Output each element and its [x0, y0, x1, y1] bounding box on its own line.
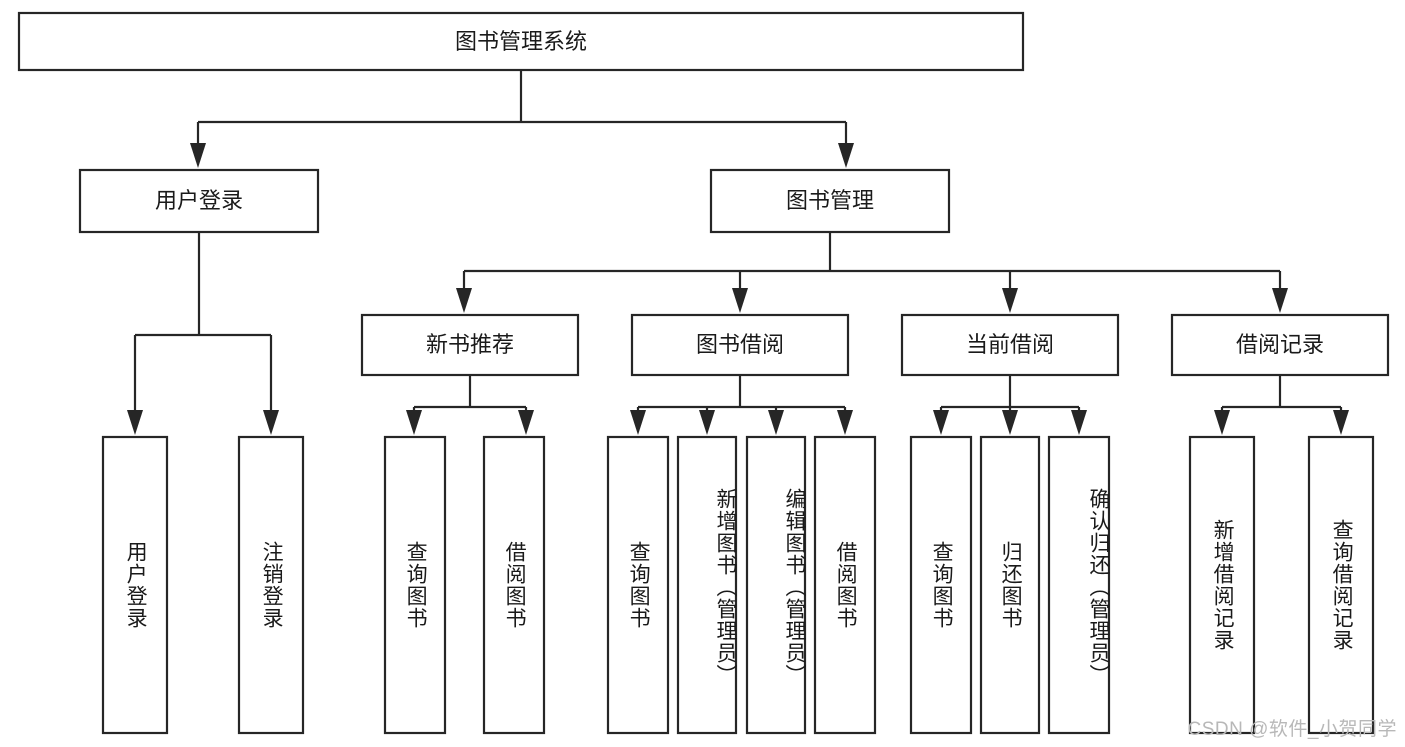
user-login-label: 用户登录	[155, 188, 243, 213]
connector-book-borrow-to-leaves	[630, 375, 853, 435]
connector-root-to-level2	[190, 70, 854, 168]
arrow-head-icon	[1333, 410, 1349, 435]
arrow-head-icon	[1002, 410, 1018, 435]
node-current-borrow[interactable]: 当前借阅	[900, 313, 1120, 377]
arrow-head-icon	[699, 410, 715, 435]
csdn-watermark: CSDN @软件_小贺同学	[1187, 719, 1397, 740]
leaf-box-edit-book-admin[interactable]	[745, 435, 807, 735]
connector-book-management-to-level3	[456, 232, 1288, 313]
leaf-box-add-book-admin[interactable]	[676, 435, 738, 735]
node-user-login[interactable]: 用户登录	[78, 168, 320, 234]
arrow-head-icon	[933, 410, 949, 435]
arrow-head-icon	[1272, 288, 1288, 313]
leaf-box-logout[interactable]	[237, 435, 305, 735]
arrow-head-icon	[630, 410, 646, 435]
node-root[interactable]: 图书管理系统	[17, 11, 1025, 72]
current-borrow-label: 当前借阅	[966, 332, 1054, 357]
node-book-borrow[interactable]: 图书借阅	[630, 313, 850, 377]
connector-current-borrow-to-leaves	[933, 375, 1087, 435]
leaf-box-confirm-return-admin[interactable]	[1047, 435, 1111, 735]
leaf-box-query-borrow-record[interactable]	[1307, 435, 1375, 735]
current-borrow-box[interactable]	[900, 313, 1120, 377]
arrow-head-icon	[1214, 410, 1230, 435]
arrow-head-icon	[127, 410, 143, 435]
leaf-box-return-book[interactable]	[979, 435, 1041, 735]
new-book-recommend-label: 新书推荐	[426, 332, 514, 357]
node-borrow-record[interactable]: 借阅记录	[1170, 313, 1390, 377]
leaf-box-user-login[interactable]	[101, 435, 169, 735]
leaf-box-add-borrow-record[interactable]	[1188, 435, 1256, 735]
leaf-box-query-book-current[interactable]	[909, 435, 973, 735]
borrow-record-label: 借阅记录	[1236, 332, 1324, 357]
node-book-management[interactable]: 图书管理	[709, 168, 951, 234]
new-book-recommend-box[interactable]	[360, 313, 580, 377]
root-label: 图书管理系统	[455, 29, 587, 54]
node-new-book-recommend[interactable]: 新书推荐	[360, 313, 580, 377]
arrow-head-icon	[732, 288, 748, 313]
arrow-head-icon	[190, 143, 206, 168]
leaf-box-borrow-book-rec[interactable]	[482, 435, 546, 735]
arrow-head-icon	[456, 288, 472, 313]
connector-borrow-record-to-leaves	[1214, 375, 1349, 435]
arrow-head-icon	[406, 410, 422, 435]
arrow-head-icon	[1071, 410, 1087, 435]
arrow-head-icon	[837, 410, 853, 435]
book-borrow-label: 图书借阅	[696, 332, 784, 357]
leaf-box-borrow-book[interactable]	[813, 435, 877, 735]
root-box[interactable]	[17, 11, 1025, 72]
leaf-box-query-book-rec[interactable]	[383, 435, 447, 735]
arrow-head-icon	[518, 410, 534, 435]
user-login-box[interactable]	[78, 168, 320, 234]
arrow-head-icon	[768, 410, 784, 435]
arrow-head-icon	[838, 143, 854, 168]
leaf-box-query-book-borrow[interactable]	[606, 435, 670, 735]
arrow-head-icon	[1002, 288, 1018, 313]
connector-user-login-to-leaves	[127, 232, 279, 435]
connector-new-book-recommend-to-leaves	[406, 375, 534, 435]
arrow-head-icon	[263, 410, 279, 435]
book-management-label: 图书管理	[786, 188, 874, 213]
